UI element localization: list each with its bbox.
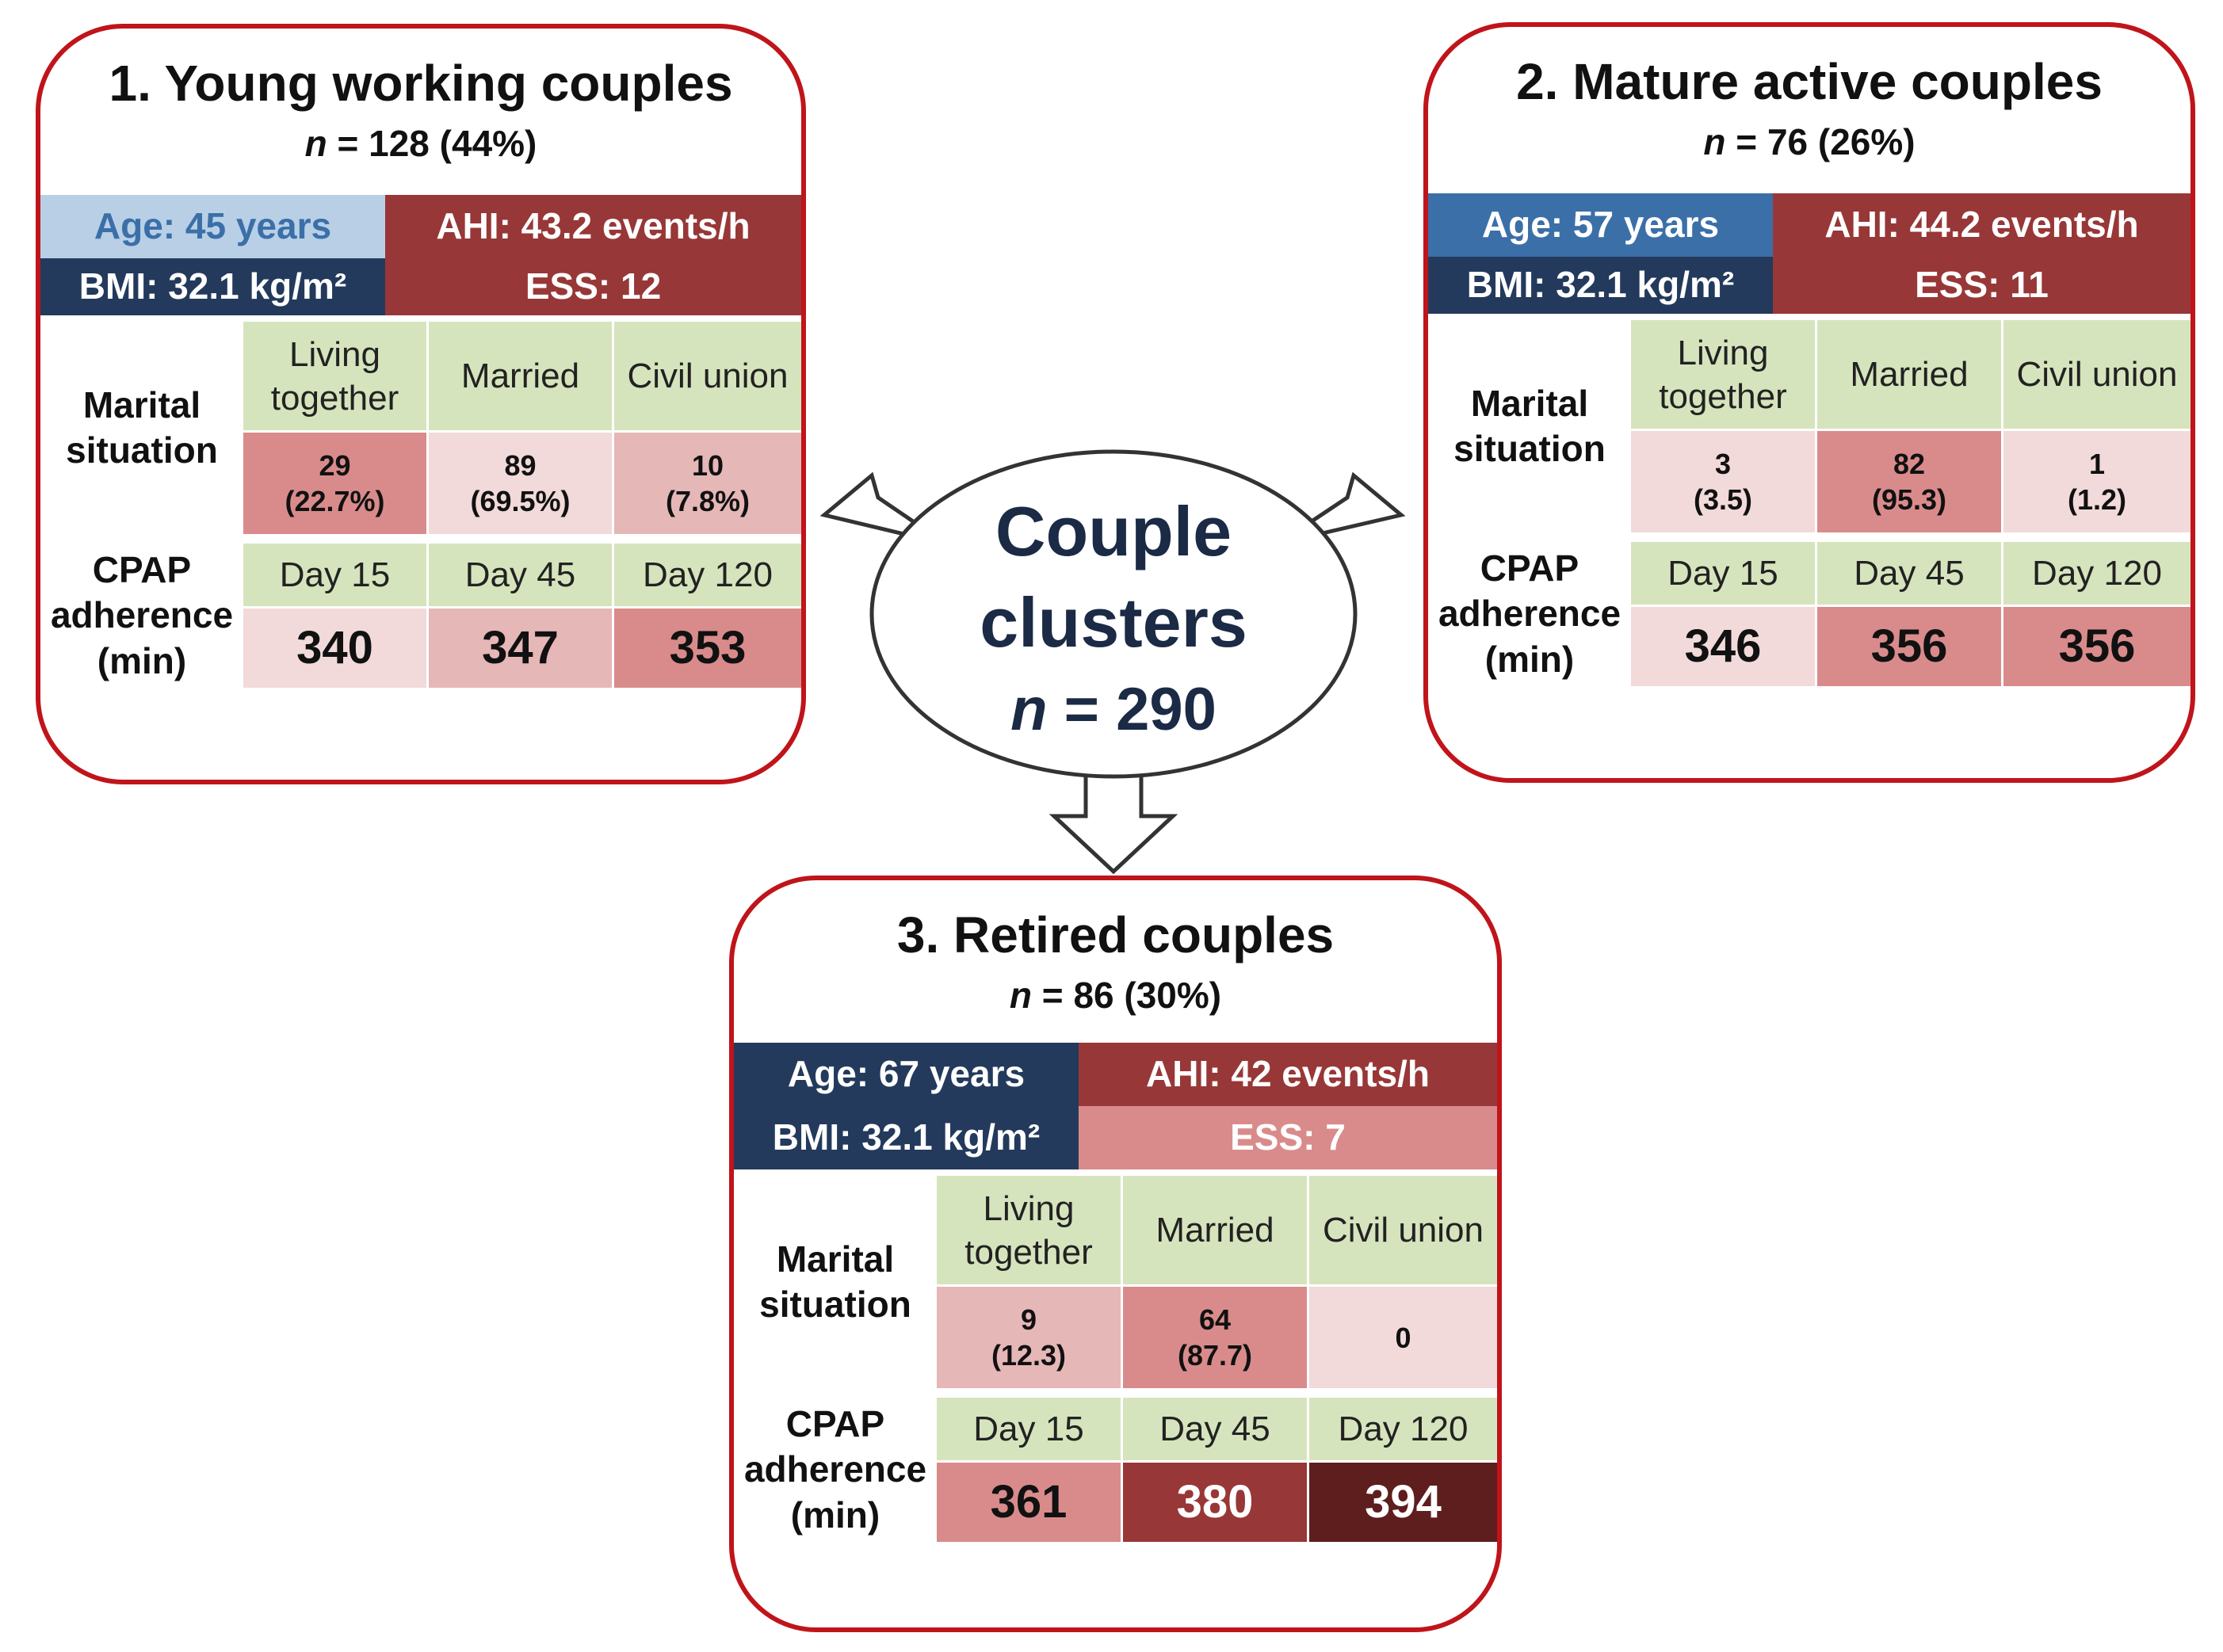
marital-header: Living together [937,1176,1121,1284]
cluster-title: 1. Young working couples [109,55,733,112]
ess-stat: ESS: 12 [385,258,801,315]
n-value: = 128 (44%) [337,123,537,164]
cluster-n: n = 76 (26%) [1428,120,2191,163]
ess-stat: ESS: 11 [1773,257,2191,314]
center-n-value: = 290 [1064,676,1217,743]
cpap-value: 356 [2003,607,2191,686]
marital-header: Civil union [2003,320,2191,429]
marital-label: Marital situation [759,1238,911,1326]
cpap-value: 340 [243,609,426,688]
cluster-retired: 3. Retired couples n = 86 (30%) Age: 67 … [729,876,1502,1632]
center-ellipse [869,449,1358,779]
marital-value: 0 [1309,1287,1497,1388]
marital-header: Living together [243,322,426,430]
ahi-stat: AHI: 43.2 events/h [385,195,801,258]
age-stat: Age: 67 years [734,1043,1079,1106]
marital-value: 10 (7.8%) [614,433,801,534]
cluster-n: n = 86 (30%) [734,974,1497,1017]
n-value: = 86 (30%) [1041,975,1222,1016]
cpap-header: Day 45 [1817,542,2001,605]
cpap-value: 361 [937,1463,1121,1542]
cpap-header: Day 120 [1309,1398,1497,1460]
cpap-value: 346 [1631,607,1815,686]
center-title-line1: Couple [995,492,1232,570]
bmi-stat: BMI: 32.1 kg/m² [40,258,385,315]
cpap-value: 394 [1309,1463,1497,1542]
marital-label: Marital situation [66,383,218,471]
n-symbol: n [304,123,327,164]
cpap-value: 347 [429,609,612,688]
cpap-label: CPAP adherence (min) [743,1402,927,1536]
age-stat: Age: 57 years [1428,193,1773,257]
marital-header: Living together [1631,320,1815,429]
cpap-header: Day 15 [1631,542,1815,605]
arrow-to-cluster-3 [1048,760,1178,875]
cpap-label: CPAP adherence (min) [1438,547,1621,680]
cpap-header: Day 45 [1123,1398,1307,1460]
cluster-mature-active: 2. Mature active couples n = 76 (26%) Ag… [1423,22,2195,783]
marital-value: 9 (12.3) [937,1287,1121,1388]
marital-value: 29 (22.7%) [243,433,426,534]
cpap-value: 380 [1123,1463,1307,1542]
marital-value: 3 (3.5) [1631,431,1815,532]
cpap-header: Day 15 [937,1398,1121,1460]
cluster-title: 2. Mature active couples [1516,53,2103,110]
n-symbol: n [1703,121,1726,162]
ess-stat: ESS: 7 [1079,1106,1497,1169]
cpap-label: CPAP adherence (min) [50,548,234,681]
cluster-n: n = 128 (44%) [40,122,801,165]
marital-header: Civil union [1309,1176,1497,1284]
marital-header: Married [1123,1176,1307,1284]
cpap-header: Day 15 [243,544,426,606]
center-n: n = 290 [876,675,1351,744]
ahi-stat: AHI: 44.2 events/h [1773,193,2191,257]
cpap-header: Day 45 [429,544,612,606]
cpap-value: 353 [614,609,801,688]
cpap-header: Day 120 [614,544,801,606]
marital-value: 82 (95.3) [1817,431,2001,532]
cpap-header: Day 120 [2003,542,2191,605]
age-stat: Age: 45 years [40,195,385,258]
marital-value: 1 (1.2) [2003,431,2191,532]
bmi-stat: BMI: 32.1 kg/m² [1428,257,1773,314]
center-title-line2: clusters [980,583,1247,662]
center-n-symbol: n [1010,676,1048,743]
n-value: = 76 (26%) [1736,121,1916,162]
cluster-title: 3. Retired couples [896,906,1335,963]
marital-value: 89 (69.5%) [429,433,612,534]
bmi-stat: BMI: 32.1 kg/m² [734,1106,1079,1169]
ahi-stat: AHI: 42 events/h [1079,1043,1497,1106]
marital-label: Marital situation [1453,382,1606,470]
marital-header: Civil union [614,322,801,430]
marital-header: Married [429,322,612,430]
n-symbol: n [1009,975,1033,1016]
marital-header: Married [1817,320,2001,429]
marital-value: 64 (87.7) [1123,1287,1307,1388]
cluster-young-working: 1. Young working couples n = 128 (44%) A… [36,24,806,784]
cpap-value: 356 [1817,607,2001,686]
